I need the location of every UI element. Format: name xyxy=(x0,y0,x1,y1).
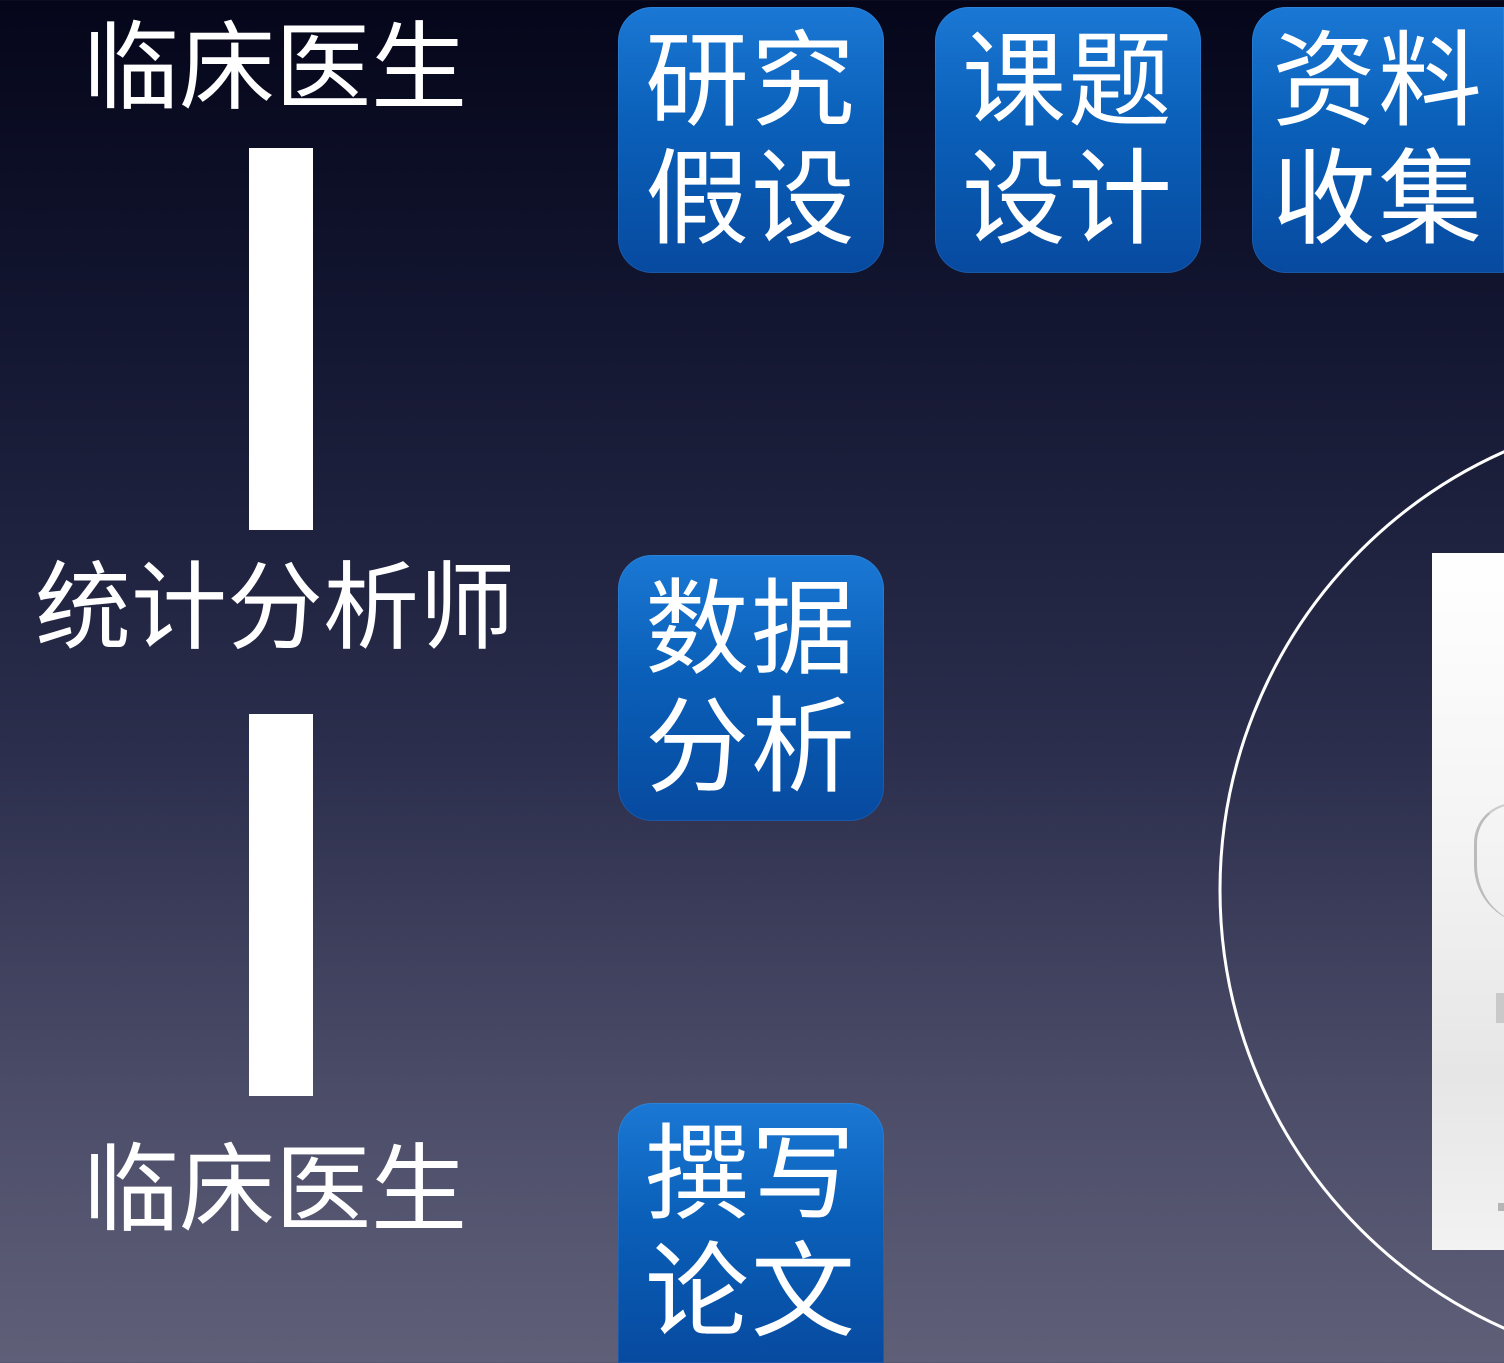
step-line2: 论文 xyxy=(644,1231,857,1353)
role-middle-statistician: 统计分析师 xyxy=(35,552,515,664)
image-detail-mark xyxy=(1496,993,1504,1023)
step-line1: 数据 xyxy=(644,568,857,690)
image-detail-dot xyxy=(1498,1203,1504,1211)
step-research-hypothesis: 研究 假设 xyxy=(618,7,884,273)
step-line2: 分析 xyxy=(644,686,857,808)
step-line1: 研究 xyxy=(644,20,857,142)
connector-bar-upper xyxy=(249,148,313,530)
role-top-clinician: 临床医生 xyxy=(83,12,467,124)
step-write-paper: 撰写 论文 xyxy=(618,1103,884,1363)
illustration-image xyxy=(1432,553,1504,1250)
step-line1: 资料 xyxy=(1271,20,1484,142)
step-line2: 收集 xyxy=(1271,138,1484,260)
step-line1: 课题 xyxy=(961,20,1174,142)
step-line2: 假设 xyxy=(644,138,857,260)
image-detail-curve xyxy=(1474,803,1504,925)
step-study-design: 课题 设计 xyxy=(935,7,1201,273)
step-data-analysis: 数据 分析 xyxy=(618,555,884,821)
step-line2: 设计 xyxy=(961,138,1174,260)
step-line1: 撰写 xyxy=(644,1113,857,1235)
role-bottom-clinician: 临床医生 xyxy=(83,1134,467,1246)
connector-bar-lower xyxy=(249,714,313,1096)
step-data-collection: 资料 收集 xyxy=(1252,7,1504,273)
